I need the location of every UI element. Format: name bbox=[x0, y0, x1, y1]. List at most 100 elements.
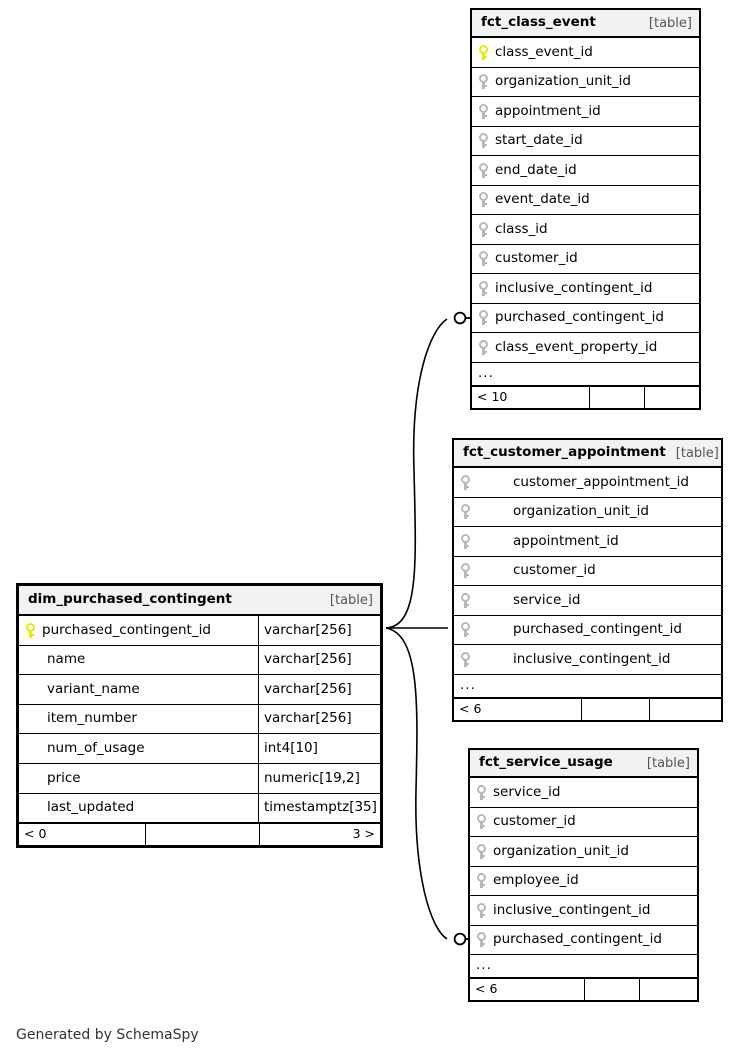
column-type: varchar[256] bbox=[258, 616, 380, 645]
entity-title: fct_customer_appointment bbox=[463, 444, 666, 461]
column-row[interactable]: service_id bbox=[454, 586, 721, 616]
entity-type-tag: [table] bbox=[646, 755, 690, 771]
column-label: inclusive_contingent_id bbox=[495, 280, 653, 296]
column-row[interactable]: inclusive_contingent_id bbox=[472, 274, 699, 304]
column-row[interactable]: inclusive_contingent_id bbox=[454, 645, 721, 675]
foreign-key-icon bbox=[476, 814, 487, 830]
column-label: class_event_id bbox=[495, 44, 593, 60]
column-label: organization_unit_id bbox=[493, 843, 629, 859]
column-row[interactable]: price numeric[19,2] bbox=[19, 763, 380, 794]
column-row[interactable]: last_updated timestamptz[35] bbox=[19, 793, 380, 824]
column-type: numeric[19,2] bbox=[258, 763, 380, 793]
column-row-purchased-contingent-id[interactable]: purchased_contingent_id bbox=[472, 303, 699, 333]
entity-fct-class-event[interactable]: fct_class_event [table] class_event_id o… bbox=[470, 8, 701, 410]
column-label: inclusive_contingent_id bbox=[493, 902, 651, 918]
column-label: class_event_property_id bbox=[495, 339, 658, 355]
footer-middle bbox=[582, 698, 650, 720]
entity-title: fct_class_event bbox=[481, 14, 596, 31]
column-row-purchased-contingent-id[interactable]: purchased_contingent_id varchar[256] bbox=[19, 616, 380, 646]
column-type: varchar[256] bbox=[258, 704, 380, 734]
footer-child-count[interactable] bbox=[650, 699, 721, 720]
column-row[interactable]: variant_name varchar[256] bbox=[19, 675, 380, 705]
foreign-key-icon bbox=[478, 339, 489, 355]
column-row[interactable]: start_date_id bbox=[472, 126, 699, 156]
entity-dim-purchased-contingent[interactable]: dim_purchased_contingent [table] purchas… bbox=[16, 583, 383, 849]
foreign-key-icon bbox=[460, 563, 471, 579]
column-label: item_number bbox=[47, 712, 137, 726]
column-row[interactable]: class_id bbox=[472, 215, 699, 245]
foreign-key-icon bbox=[460, 622, 471, 638]
column-label: customer_id bbox=[513, 563, 596, 578]
footer-child-count[interactable]: 3 > bbox=[352, 826, 375, 842]
footer-parent-count[interactable]: < 0 bbox=[19, 824, 146, 846]
foreign-key-icon bbox=[476, 784, 487, 800]
column-label: price bbox=[47, 771, 81, 786]
foreign-key-icon bbox=[478, 221, 489, 237]
column-row[interactable]: item_number varchar[256] bbox=[19, 704, 380, 735]
foreign-key-icon bbox=[476, 843, 487, 859]
column-label: event_date_id bbox=[495, 192, 590, 207]
foreign-key-icon bbox=[478, 280, 489, 296]
foreign-key-icon bbox=[478, 192, 489, 208]
column-row[interactable]: appointment_id bbox=[454, 527, 721, 557]
column-label: variant_name bbox=[47, 682, 140, 697]
relationship-line-class-event bbox=[385, 318, 448, 629]
entity-fct-customer-appointment[interactable]: fct_customer_appointment [table] custome… bbox=[452, 438, 723, 722]
foreign-key-icon bbox=[478, 162, 489, 178]
column-row[interactable]: num_of_usage int4[10] bbox=[19, 734, 380, 764]
column-label: service_id bbox=[493, 784, 561, 800]
footer-child-count[interactable] bbox=[645, 387, 699, 408]
column-row[interactable]: organization_unit_id bbox=[472, 67, 699, 97]
column-label: customer_id bbox=[493, 814, 576, 829]
column-row-purchased-contingent-id[interactable]: purchased_contingent_id bbox=[470, 925, 697, 955]
foreign-key-icon bbox=[460, 474, 471, 490]
column-label: num_of_usage bbox=[47, 741, 145, 756]
entity-footer: < 6 bbox=[454, 697, 721, 720]
column-row[interactable]: inclusive_contingent_id bbox=[470, 896, 697, 926]
column-type: timestamptz[35] bbox=[258, 793, 380, 823]
foreign-key-icon bbox=[460, 651, 471, 667]
footer-related-count[interactable]: < 6 bbox=[454, 698, 582, 720]
foreign-key-icon bbox=[476, 932, 487, 948]
column-row[interactable]: event_date_id bbox=[472, 185, 699, 215]
column-type: varchar[256] bbox=[258, 645, 380, 675]
column-label: purchased_contingent_id bbox=[495, 310, 664, 325]
foreign-key-icon bbox=[460, 533, 471, 549]
footer-child-count[interactable] bbox=[640, 979, 697, 1000]
column-row[interactable]: end_date_id bbox=[472, 156, 699, 186]
more-columns-indicator: ... bbox=[454, 675, 721, 698]
column-row-purchased-contingent-id[interactable]: purchased_contingent_id bbox=[454, 615, 721, 645]
column-row[interactable]: appointment_id bbox=[472, 97, 699, 127]
more-columns-indicator: ... bbox=[472, 363, 699, 386]
column-row[interactable]: customer_appointment_id bbox=[454, 468, 721, 498]
foreign-key-icon bbox=[476, 873, 487, 889]
foreign-key-icon bbox=[478, 103, 489, 119]
column-row[interactable]: name varchar[256] bbox=[19, 645, 380, 676]
column-row[interactable]: employee_id bbox=[470, 866, 697, 896]
column-row[interactable]: customer_id bbox=[470, 807, 697, 837]
footer-middle bbox=[590, 386, 645, 408]
column-type: varchar[256] bbox=[258, 675, 380, 704]
column-type: int4[10] bbox=[258, 734, 380, 763]
column-row[interactable]: class_event_id bbox=[472, 38, 699, 68]
entity-title: fct_service_usage bbox=[479, 754, 613, 771]
entity-header: fct_class_event [table] bbox=[472, 10, 699, 38]
footer-related-count[interactable]: < 10 bbox=[472, 386, 590, 408]
column-label: employee_id bbox=[493, 873, 579, 888]
column-row[interactable]: organization_unit_id bbox=[454, 497, 721, 527]
column-row[interactable]: customer_id bbox=[472, 244, 699, 274]
footer-related-count[interactable]: < 6 bbox=[470, 979, 585, 1000]
entity-fct-service-usage[interactable]: fct_service_usage [table] service_id cus… bbox=[468, 748, 699, 1002]
more-columns-indicator: ... bbox=[470, 955, 697, 978]
column-row[interactable]: class_event_property_id bbox=[472, 333, 699, 363]
entity-title: dim_purchased_contingent bbox=[28, 591, 232, 608]
column-row[interactable]: organization_unit_id bbox=[470, 837, 697, 867]
column-label: end_date_id bbox=[495, 162, 577, 178]
column-row[interactable]: customer_id bbox=[454, 556, 721, 586]
primary-key-icon bbox=[478, 44, 489, 60]
entity-footer: < 6 bbox=[470, 978, 697, 1000]
entity-header: fct_service_usage [table] bbox=[470, 750, 697, 778]
column-row[interactable]: service_id bbox=[470, 778, 697, 808]
entity-footer: < 10 bbox=[472, 385, 699, 408]
